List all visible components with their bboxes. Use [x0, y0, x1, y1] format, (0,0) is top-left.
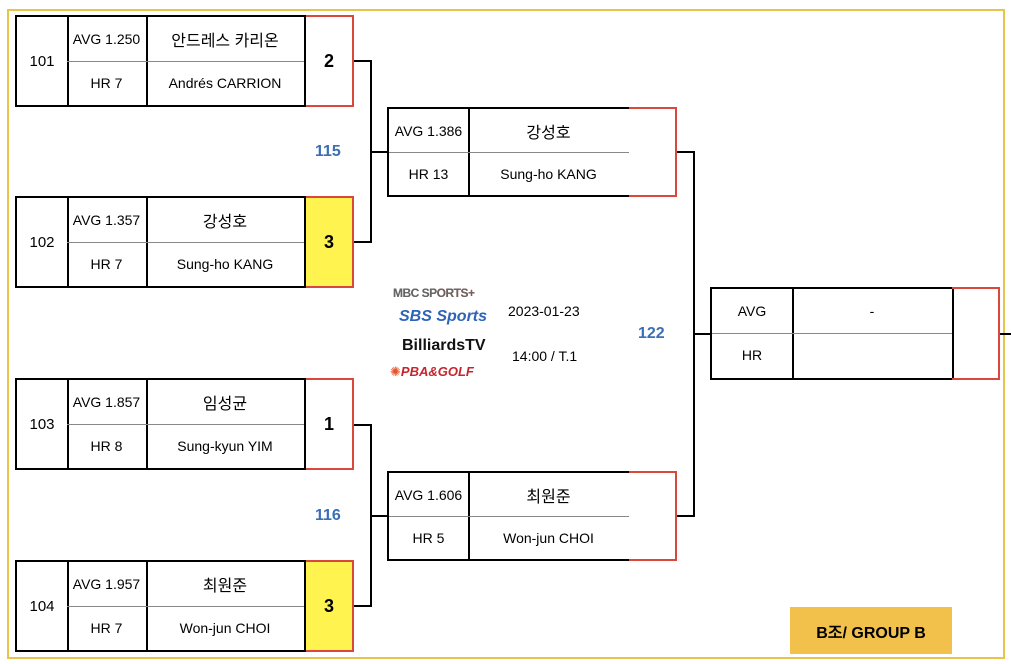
- bracket-line: [677, 515, 695, 517]
- player-name-kr: 강성호: [146, 198, 304, 243]
- score-box: 2: [306, 15, 354, 107]
- score-box: 1: [306, 378, 354, 470]
- avg-value: AVG 1.386: [389, 109, 468, 153]
- player-name-kr: 임성균: [146, 380, 304, 425]
- match-number-122: 122: [638, 325, 665, 342]
- name-column: 임성균 Sung-kyun YIM: [146, 380, 304, 468]
- score-box: [952, 287, 1000, 380]
- player-box: 104 AVG 1.957 HR 7 최원준 Won-jun CHOI: [15, 560, 306, 652]
- stats-label-column: AVG HR: [712, 289, 794, 378]
- stats-column: AVG 1.386 HR 13: [389, 109, 470, 195]
- final-value-column: -: [792, 289, 952, 378]
- stats-column: AVG 1.357 HR 7: [67, 198, 148, 286]
- name-column: 강성호 Sung-ho KANG: [468, 109, 629, 195]
- avg-value: AVG 1.250: [67, 17, 146, 62]
- name-column: 강성호 Sung-ho KANG: [146, 198, 304, 286]
- avg-value: AVG 1.357: [67, 198, 146, 243]
- bracket-line: [354, 241, 372, 243]
- player-name-kr: 안드레스 카리온: [146, 17, 304, 62]
- stats-column: AVG 1.857 HR 8: [67, 380, 148, 468]
- stats-column: AVG 1.250 HR 7: [67, 17, 148, 105]
- score-box-winner: 3: [304, 560, 354, 652]
- hr-value: HR 5: [412, 529, 445, 546]
- avg-label: AVG: [712, 289, 792, 334]
- stats-column: AVG 1.957 HR 7: [67, 562, 148, 650]
- match-card-103[interactable]: 103 AVG 1.857 HR 8 임성균 Sung-kyun YIM 1: [15, 378, 354, 470]
- round2-card-top[interactable]: AVG 1.386 HR 13 강성호 Sung-ho KANG: [387, 107, 679, 197]
- seed-number: 104: [17, 562, 69, 650]
- player-name-kr: 강성호: [468, 109, 629, 153]
- bracket-line: [354, 605, 372, 607]
- final-player-name: -: [792, 289, 952, 334]
- player-name-en: Won-jun CHOI: [179, 620, 271, 636]
- score-box: [629, 471, 677, 561]
- name-column: 안드레스 카리온 Andrés CARRION: [146, 17, 304, 105]
- bracket-line: [370, 515, 388, 517]
- bracket-line: [370, 151, 388, 153]
- hr-value: HR 7: [90, 620, 123, 636]
- final-card[interactable]: AVG HR -: [710, 287, 1002, 380]
- bracket-line: [693, 333, 710, 335]
- match-card-102[interactable]: 102 AVG 1.357 HR 7 강성호 Sung-ho KANG 3: [15, 196, 354, 288]
- match-date: 2023-01-23: [508, 303, 580, 319]
- hr-value: HR 13: [408, 165, 449, 182]
- score-box-winner: 3: [304, 196, 354, 288]
- player-name-en: Sung-ho KANG: [500, 165, 597, 182]
- mbc-sports-logo: MBC SPORTS+: [393, 286, 475, 300]
- round2-card-bottom[interactable]: AVG 1.606 HR 5 최원준 Won-jun CHOI: [387, 471, 679, 561]
- bracket-line: [354, 424, 372, 426]
- billiards-tv-logo: BilliardsTV: [402, 337, 486, 354]
- avg-value: AVG 1.957: [67, 562, 146, 607]
- player-box: AVG 1.606 HR 5 최원준 Won-jun CHOI: [387, 471, 631, 561]
- match-time-table: 14:00 / T.1: [512, 348, 578, 364]
- match-number-115: 115: [315, 143, 341, 160]
- player-name-en: Won-jun CHOI: [503, 529, 594, 546]
- player-box: 103 AVG 1.857 HR 8 임성균 Sung-kyun YIM: [15, 378, 306, 470]
- player-name-kr: 최원준: [468, 473, 629, 517]
- bracket-line: [354, 60, 372, 62]
- player-name-en: Andrés CARRION: [168, 75, 282, 91]
- match-card-104[interactable]: 104 AVG 1.957 HR 7 최원준 Won-jun CHOI 3: [15, 560, 354, 652]
- player-name-en: Sung-kyun YIM: [177, 438, 273, 454]
- name-column: 최원준 Won-jun CHOI: [146, 562, 304, 650]
- name-column: 최원준 Won-jun CHOI: [468, 473, 629, 559]
- player-box: AVG HR -: [710, 287, 954, 380]
- hr-label: HR: [741, 347, 763, 363]
- player-box: AVG 1.386 HR 13 강성호 Sung-ho KANG: [387, 107, 631, 197]
- hr-value: HR 7: [90, 75, 123, 91]
- player-name-kr: 최원준: [146, 562, 304, 607]
- group-label: B조/ GROUP B: [790, 607, 952, 654]
- player-box: 101 AVG 1.250 HR 7 안드레스 카리온 Andrés CARRI…: [15, 15, 306, 107]
- avg-value: AVG 1.606: [389, 473, 468, 517]
- seed-number: 102: [17, 198, 69, 286]
- match-number-116: 116: [315, 507, 341, 524]
- stats-column: AVG 1.606 HR 5: [389, 473, 470, 559]
- nbc-peacock-icon: ✺: [390, 364, 401, 379]
- player-name-en: Sung-ho KANG: [176, 256, 274, 272]
- final-hr-value: [792, 333, 952, 377]
- sbs-sports-logo: SBS Sports: [399, 308, 488, 325]
- pba-golf-logo: ✺PBA&GOLF: [390, 364, 474, 379]
- match-card-101[interactable]: 101 AVG 1.250 HR 7 안드레스 카리온 Andrés CARRI…: [15, 15, 354, 107]
- bracket-line: [1000, 333, 1011, 335]
- hr-value: HR 8: [90, 438, 123, 454]
- seed-number: 101: [17, 17, 69, 105]
- player-box: 102 AVG 1.357 HR 7 강성호 Sung-ho KANG: [15, 196, 306, 288]
- seed-number: 103: [17, 380, 69, 468]
- hr-value: HR 7: [90, 256, 123, 272]
- score-box: [629, 107, 677, 197]
- bracket-line: [677, 151, 695, 153]
- avg-value: AVG 1.857: [67, 380, 146, 425]
